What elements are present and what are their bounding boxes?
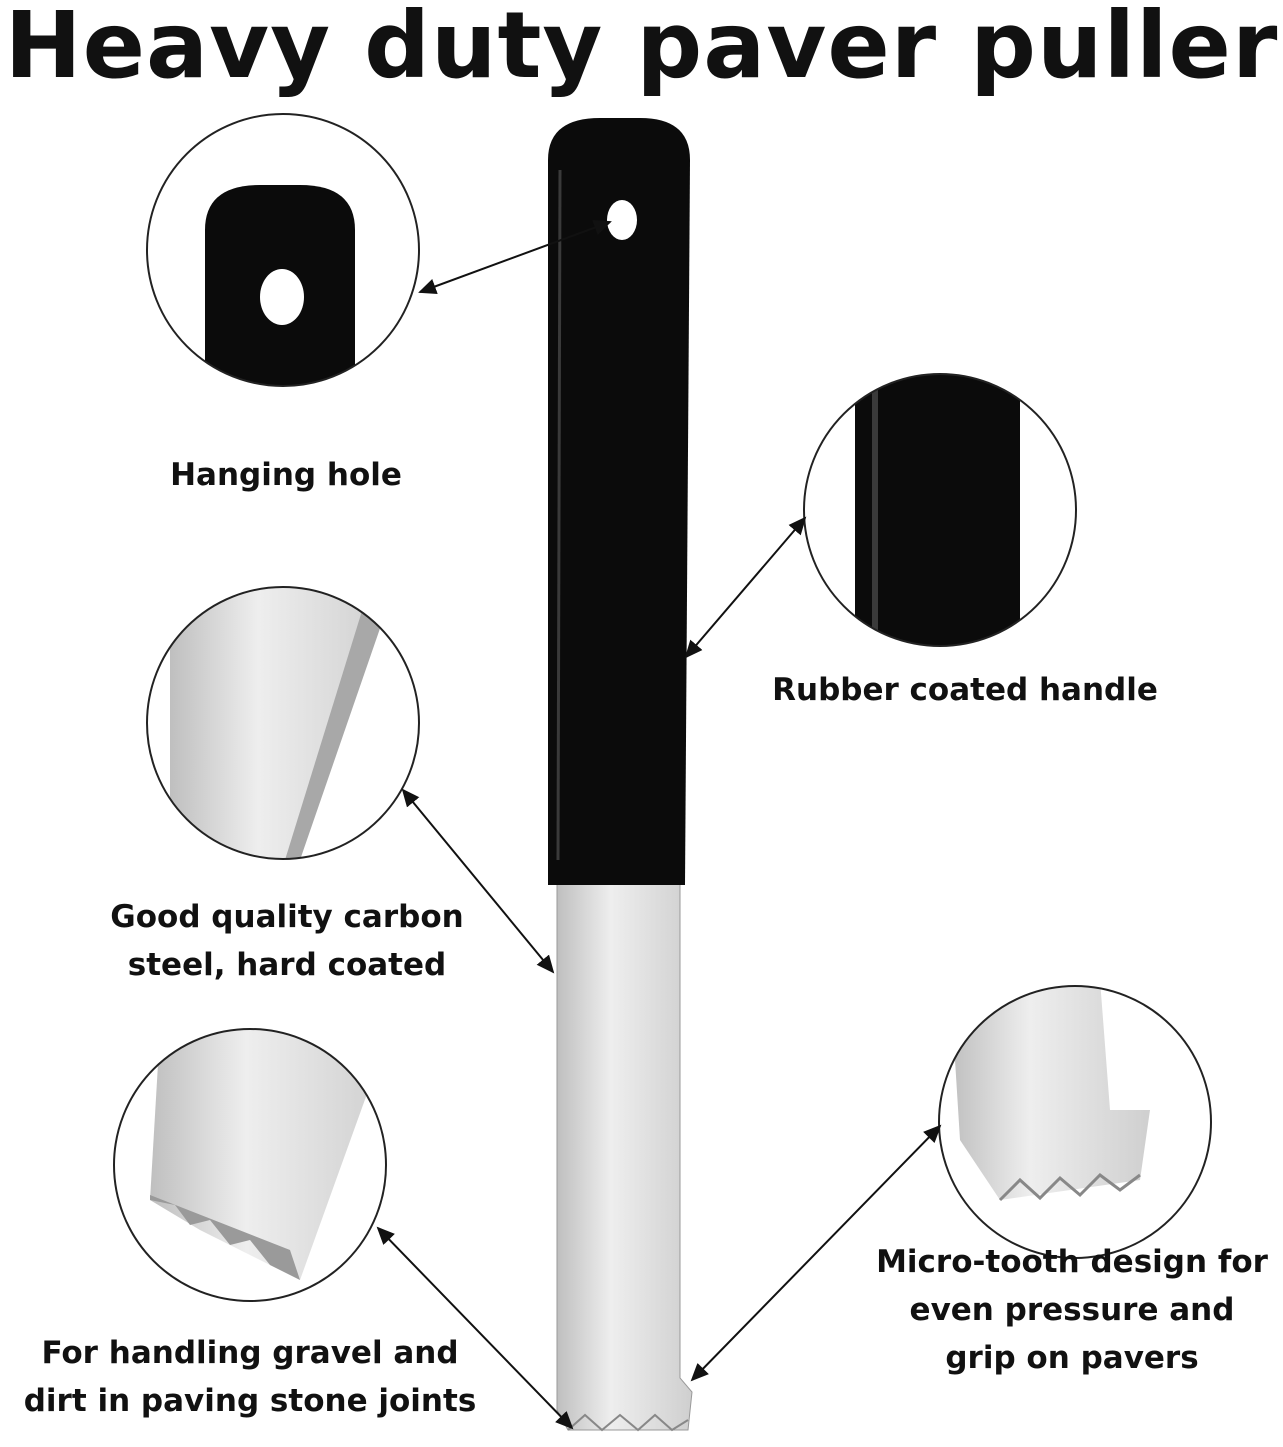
label-rubber-handle: Rubber coated handle (772, 666, 1158, 714)
tool-handle (548, 118, 690, 885)
detail-circle-hanging-hole (146, 113, 420, 387)
label-line: Hanging hole (170, 457, 402, 493)
tool-teeth (567, 1413, 689, 1432)
label-line: Micro-tooth design for (876, 1244, 1268, 1280)
label-line: For handling gravel and (41, 1335, 459, 1371)
arrow-rubber-handle (684, 516, 807, 659)
label-line: Rubber coated handle (772, 672, 1158, 708)
label-line: dirt in paving stone joints (23, 1383, 477, 1419)
page-title: Heavy duty paver puller (4, 0, 1279, 99)
arrow-gravel (376, 1226, 574, 1430)
hanging-hole (607, 200, 637, 240)
label-micro-tooth: Micro-tooth design for even pressure and… (876, 1238, 1268, 1382)
label-line: even pressure and (909, 1292, 1235, 1328)
label-hanging-hole: Hanging hole (170, 451, 402, 499)
callout-arrows (376, 220, 942, 1430)
label-carbon-steel: Good quality carbon steel, hard coated (110, 893, 463, 989)
arrow-micro-tooth (690, 1124, 942, 1382)
arrow-hanging-hole (418, 220, 612, 294)
arrow-carbon-steel (401, 788, 555, 974)
detail-circle-rubber-handle (803, 373, 1077, 647)
detail-circle-micro-tooth (938, 985, 1212, 1259)
detail-circle-carbon-steel (146, 586, 420, 860)
detail-circle-gravel (113, 1028, 387, 1302)
label-line: Good quality carbon (110, 899, 464, 935)
label-gravel: For handling gravel and dirt in paving s… (24, 1329, 477, 1425)
tool-blade (556, 879, 693, 1431)
label-line: steel, hard coated (127, 947, 447, 983)
paver-puller-tool (548, 118, 693, 1432)
label-line: grip on pavers (945, 1340, 1199, 1376)
